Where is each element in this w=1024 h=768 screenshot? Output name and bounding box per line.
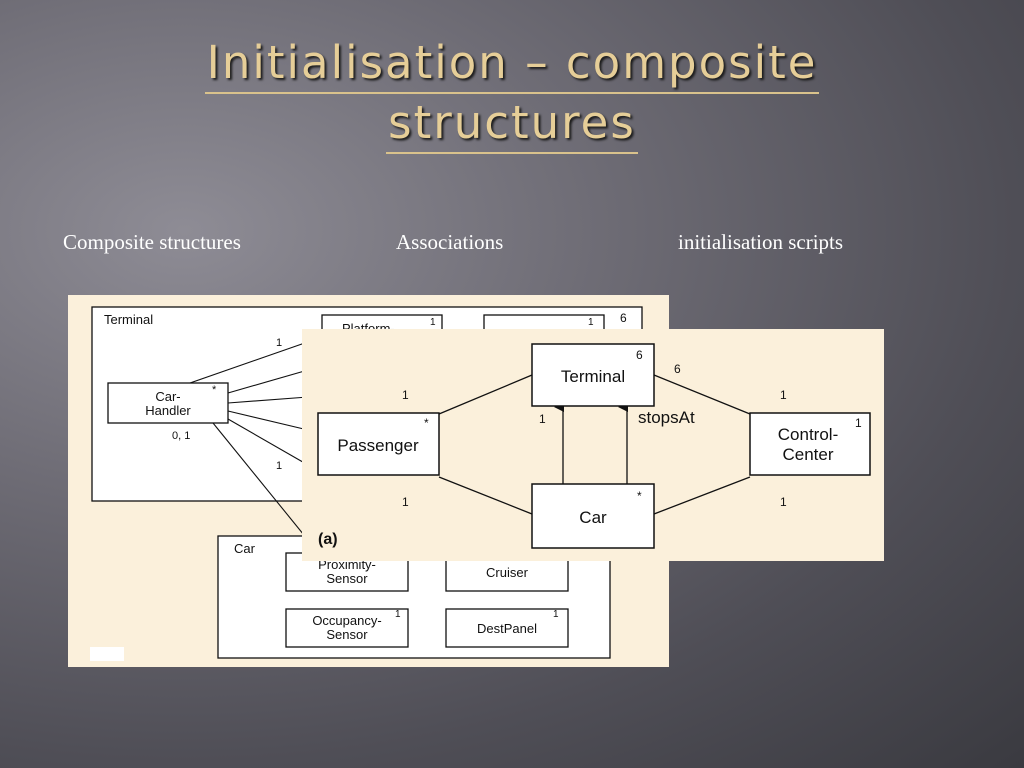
edge-handler-platform (189, 336, 323, 384)
assoc-passenger-car (438, 476, 533, 515)
mult-control-car: 1 (780, 495, 787, 509)
car-class-mult: * (637, 489, 642, 503)
control-center-label-2: Center (782, 445, 833, 464)
edge-handler-1 (227, 369, 309, 394)
occupancy-sensor-label-2: Sensor (326, 627, 368, 642)
control-center-class (749, 412, 871, 476)
mult-passenger-car: 1 (402, 495, 409, 509)
mult-terminal-control-1: 1 (780, 388, 787, 402)
edge-handler-3 (227, 410, 309, 431)
car-class (531, 483, 655, 549)
edge-mult-mid: 1 (276, 460, 282, 472)
destpanel-box (445, 608, 569, 648)
cruiser-label: Cruiser (486, 565, 529, 580)
title-line-1: Initialisation – composite (204, 34, 820, 94)
stops-at-label: stopsAt (638, 408, 695, 427)
passenger-class-label: Passenger (337, 436, 419, 455)
diagram-caption: (a) (318, 531, 338, 548)
other-box-mult: 1 (588, 317, 594, 328)
control-center-label-1: Control- (778, 425, 838, 444)
car-handler-mult: * (212, 384, 217, 396)
mult-passenger-terminal: 1 (402, 388, 409, 402)
terminal-frame-label: Terminal (104, 312, 153, 327)
association-diagram-svg: Terminal 6 Passenger * Control- Center 1… (317, 343, 871, 549)
car-handler-label-2: Handler (145, 403, 191, 418)
occupancy-sensor-mult: 1 (395, 609, 401, 620)
terminal-class-mult: 6 (636, 348, 643, 362)
passenger-class (317, 412, 440, 476)
terminal-class-label: Terminal (561, 367, 625, 386)
assoc-passenger-terminal (438, 374, 533, 415)
edge-handler-4 (227, 418, 309, 466)
terminal-class (531, 343, 655, 407)
edge-handler-car (212, 422, 309, 541)
association-diagram-image: Terminal 6 Passenger * Control- Center 1… (302, 329, 884, 561)
terminal-frame-mult: 6 (620, 311, 627, 325)
assoc-car-control (653, 476, 751, 515)
assoc-terminal-control (653, 374, 751, 415)
proximity-sensor-label-2: Sensor (326, 571, 368, 586)
car-frame-label: Car (234, 541, 256, 556)
control-center-mult: 1 (855, 416, 862, 430)
subheading-associations: Associations (396, 230, 504, 254)
destpanel-label: DestPanel (477, 621, 537, 636)
edge-handler-2 (227, 396, 309, 404)
mult-terminal-control-6: 6 (674, 362, 681, 376)
subheading-scripts: initialisation scripts (678, 230, 844, 254)
platform-mult: 1 (430, 317, 436, 328)
edge-mult-top: 1 (276, 337, 282, 349)
mult-car-terminal: 1 (539, 412, 546, 426)
destpanel-mult: 1 (553, 609, 559, 620)
car-handler-box (107, 382, 229, 424)
occupancy-sensor-box (285, 608, 409, 648)
slide-title: Initialisation – composite structures (0, 34, 1024, 154)
subheading-composite: Composite structures (63, 230, 241, 254)
occupancy-sensor-label-1: Occupancy- (312, 613, 381, 628)
title-line-2: structures (386, 94, 638, 154)
car-handler-assoc-mult: 0, 1 (172, 430, 190, 442)
passenger-class-mult: * (424, 416, 429, 430)
corner-mark (90, 647, 124, 661)
car-class-label: Car (579, 508, 607, 527)
car-handler-label-1: Car- (155, 389, 180, 404)
